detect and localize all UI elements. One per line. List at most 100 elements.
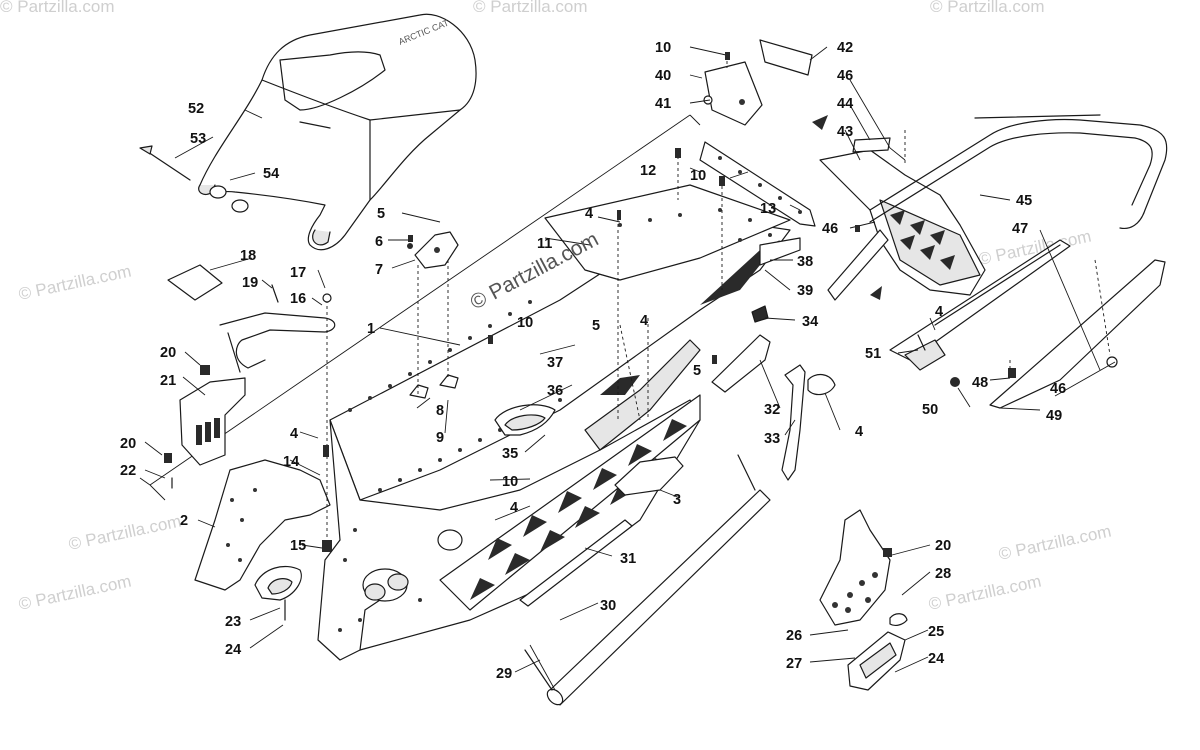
callout-34: 34 <box>802 314 818 330</box>
callout-16: 16 <box>290 291 306 307</box>
part-42-plate <box>759 39 813 76</box>
callout-46a: 46 <box>837 68 853 84</box>
callout-18: 18 <box>240 248 256 264</box>
callout-31: 31 <box>620 551 636 567</box>
part-18-plate <box>167 264 223 301</box>
callout-5a: 5 <box>377 206 385 222</box>
callout-20b: 20 <box>120 436 136 452</box>
callout-36: 36 <box>547 383 563 399</box>
callout-47: 47 <box>1012 221 1028 237</box>
callout-53: 53 <box>190 131 206 147</box>
callout-25: 25 <box>928 624 944 640</box>
part-32-footrest <box>711 334 771 393</box>
callout-3: 3 <box>673 492 681 508</box>
part-20-nut <box>200 365 210 375</box>
callout-44: 44 <box>837 96 853 112</box>
callout-7: 7 <box>375 262 383 278</box>
callout-27: 27 <box>786 656 802 672</box>
callout-4d: 4 <box>640 313 648 329</box>
callout-4a: 4 <box>290 426 298 442</box>
callout-17: 17 <box>290 265 306 281</box>
leader-lines <box>144 46 1116 673</box>
callout-10b: 10 <box>502 474 518 490</box>
assembly-boundary <box>139 114 701 486</box>
callout-51: 51 <box>865 346 881 362</box>
watermark-left-bottom: © Partzilla.com <box>17 572 133 614</box>
callout-43: 43 <box>837 124 853 140</box>
callout-35: 35 <box>502 446 518 462</box>
callout-13: 13 <box>760 201 776 217</box>
callout-10d: 10 <box>655 40 671 56</box>
hardware <box>323 52 860 457</box>
callout-8: 8 <box>436 403 444 419</box>
callout-46b: 46 <box>822 221 838 237</box>
callout-20c: 20 <box>935 538 951 554</box>
callout-54: 54 <box>263 166 279 182</box>
callout-11: 11 <box>537 236 552 252</box>
callout-40: 40 <box>655 68 671 84</box>
callout-52: 52 <box>188 101 204 117</box>
callout-1: 1 <box>367 321 375 337</box>
callout-24a: 24 <box>225 642 241 658</box>
callout-39: 39 <box>797 283 813 299</box>
callout-32: 32 <box>764 402 780 418</box>
part-16-bracket <box>219 312 336 369</box>
part-9-plate <box>439 374 459 389</box>
callout-30: 30 <box>600 598 616 614</box>
dashed-assembly-lines <box>617 55 1111 421</box>
callout-9: 9 <box>436 430 444 446</box>
watermark-top-center: © Partzilla.com <box>473 0 588 16</box>
callout-46c: 46 <box>1050 381 1066 397</box>
callout-19: 19 <box>242 275 258 291</box>
callout-6: 6 <box>375 234 383 250</box>
part-50-nut <box>950 377 960 387</box>
callout-48: 48 <box>972 375 988 391</box>
watermark-left-lower: © Partzilla.com <box>67 512 183 554</box>
callout-42: 42 <box>837 40 853 56</box>
callout-50: 50 <box>922 402 938 418</box>
part-13-rail <box>699 141 816 227</box>
callout-4c: 4 <box>585 206 593 222</box>
part-15-bolt <box>322 540 332 552</box>
callout-14: 14 <box>283 454 299 470</box>
watermark-top-left: © Partzilla.com <box>0 0 115 16</box>
callout-labels: 52 53 54 5 6 7 18 19 17 16 1 20 21 20 22… <box>120 40 1066 682</box>
part-31-bar <box>519 519 633 607</box>
part-26-plate <box>819 509 891 626</box>
callout-33: 33 <box>764 431 780 447</box>
callout-49: 49 <box>1046 408 1062 424</box>
watermark-left-mid: © Partzilla.com <box>17 262 133 304</box>
callout-41: 41 <box>655 96 671 112</box>
callout-26: 26 <box>786 628 802 644</box>
watermark-right-lower: © Partzilla.com <box>997 522 1113 564</box>
watermark-top-right: © Partzilla.com <box>930 0 1045 16</box>
part-8-plate <box>409 384 429 399</box>
callout-21: 21 <box>160 373 176 389</box>
callout-4e: 4 <box>855 424 863 440</box>
callout-22: 22 <box>120 463 136 479</box>
callout-20a: 20 <box>160 345 176 361</box>
callout-15: 15 <box>290 538 306 554</box>
part-3-plate <box>614 456 684 496</box>
callout-12: 12 <box>640 163 656 179</box>
callout-4b: 4 <box>510 500 518 516</box>
callout-10c: 10 <box>690 168 706 184</box>
assembly-boundary-corner <box>149 484 166 501</box>
callout-5b: 5 <box>592 318 600 334</box>
callout-23: 23 <box>225 614 241 630</box>
callout-28: 28 <box>935 566 951 582</box>
callout-10a: 10 <box>517 315 533 331</box>
callout-24b: 24 <box>928 651 944 667</box>
part-2-bracket <box>194 459 331 591</box>
callout-38: 38 <box>797 254 813 270</box>
part-17-nut <box>322 293 332 303</box>
callout-45: 45 <box>1016 193 1032 209</box>
part-41-bracket <box>704 61 763 126</box>
part-21-plate <box>179 377 246 466</box>
seat: ARCTIC CAT <box>198 13 477 251</box>
callout-4f: 4 <box>935 304 943 320</box>
callout-37: 37 <box>547 355 563 371</box>
callout-5c: 5 <box>693 363 701 379</box>
seat-hardware <box>139 145 249 213</box>
